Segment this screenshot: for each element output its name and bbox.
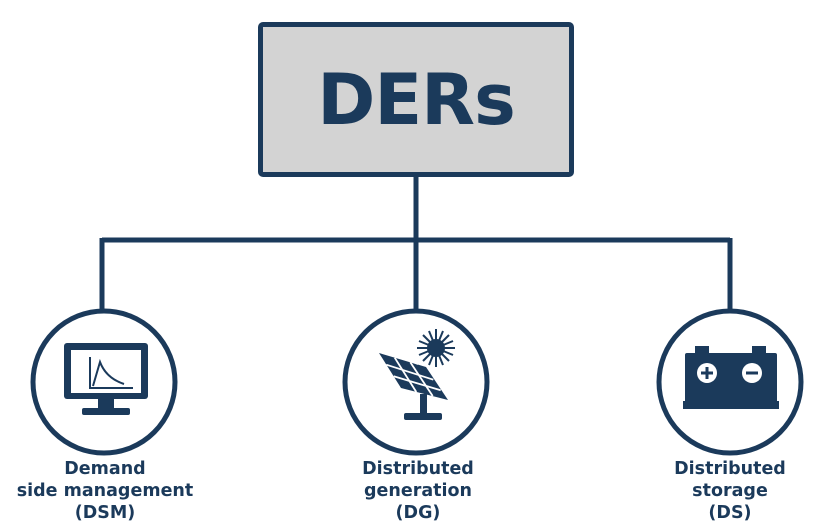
dg-label-line-3: (DG) bbox=[395, 503, 441, 523]
ds-label-line-3: (DS) bbox=[708, 503, 752, 523]
dg-label-line-2: generation bbox=[363, 481, 472, 501]
monitor-chart-icon bbox=[64, 343, 148, 415]
sun-icon bbox=[417, 329, 455, 367]
diagram-title: DERs bbox=[317, 58, 515, 141]
dsm-label-line-2: side management bbox=[16, 481, 194, 501]
dsm-label-line-1: Demand bbox=[64, 459, 146, 479]
ders-title-box: DERs bbox=[258, 22, 574, 177]
ds-label-line-1: Distributed bbox=[674, 459, 786, 479]
connector-lines bbox=[99, 177, 733, 311]
battery-icon bbox=[683, 346, 779, 409]
ds-label-line-2: storage bbox=[692, 481, 768, 501]
solar-panel-sun-icon bbox=[379, 329, 455, 420]
dsm-label-line-3: (DSM) bbox=[74, 503, 136, 523]
dg-label-line-1: Distributed bbox=[362, 459, 474, 479]
dg-label: Distributed generation (DG) bbox=[308, 458, 528, 524]
dsm-label: Demand side management (DSM) bbox=[0, 458, 215, 524]
ds-label: Distributed storage (DS) bbox=[620, 458, 830, 524]
